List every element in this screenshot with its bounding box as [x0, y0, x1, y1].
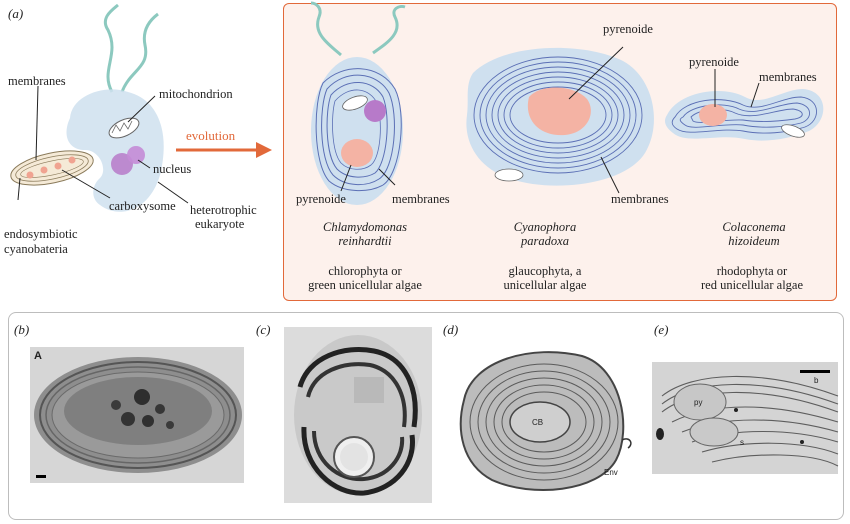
label-heterotrophic: heterotrophic — [190, 203, 257, 217]
label-eukaryote: eukaryote — [195, 217, 245, 231]
org3-group-line2: red unicellular algae — [700, 278, 804, 292]
org2-name-line2: paradoxa — [521, 234, 569, 248]
org1-group: chlorophyta or green unicellular algae — [290, 264, 440, 292]
panel-b-label: (b) — [14, 322, 30, 337]
panel-a-label: (a) — [8, 6, 24, 21]
label-cyanobateria: cyanobateria — [4, 242, 68, 256]
org3-group: rhodophyta or red unicellular algae — [682, 264, 822, 292]
org2-name-line1: Cyanophora — [513, 220, 577, 234]
org1-group-line2: green unicellular algae — [308, 278, 422, 292]
org3-group-line1: rhodophyta or — [716, 264, 788, 278]
label-endosymbiotic: endosymbiotic — [4, 227, 78, 241]
org3-name-line1: Colaconema — [722, 220, 786, 234]
micrograph-b — [30, 347, 244, 483]
micrograph-e-s: s — [740, 438, 744, 447]
label-nucleus: nucleus — [153, 162, 192, 176]
eukaryote-diagram — [10, 3, 272, 212]
micrograph-b-letter: A — [34, 350, 42, 362]
micrograph-e-b: b — [814, 376, 819, 385]
org3-pyrenoide: pyrenoide — [689, 55, 739, 69]
micrograph-e — [652, 362, 839, 474]
panel-d-label: (d) — [443, 322, 459, 337]
org1-membranes: membranes — [392, 192, 450, 206]
label-evolution: evolution — [186, 128, 236, 143]
org2-group-line1: glaucophyta, a — [508, 264, 582, 278]
label-membranes-left: membranes — [8, 74, 66, 88]
micrograph-c — [284, 327, 432, 503]
micrograph-d — [452, 340, 632, 500]
org2-name: Cyanophora paradoxa — [490, 220, 600, 248]
panel-c-label: (c) — [256, 322, 271, 337]
algae-diagrams — [310, 1, 824, 205]
org1-name-line2: reinhardtii — [338, 234, 392, 248]
panel-e-label: (e) — [654, 322, 669, 337]
org2-membranes: membranes — [611, 192, 669, 206]
label-carboxysome: carboxysome — [109, 199, 176, 213]
org2-group: glaucophyta, a unicellular algae — [490, 264, 600, 292]
org3-name-line2: hizoideum — [728, 234, 780, 248]
org1-name-line1: Chlamydomonas — [322, 220, 408, 234]
org1-pyrenoide: pyrenoide — [296, 192, 346, 206]
micrograph-d-cb: CB — [532, 418, 544, 427]
org3-name: Colaconema hizoideum — [694, 220, 814, 248]
micrograph-e-py: py — [694, 398, 703, 407]
org1-name: Chlamydomonas reinhardtii — [300, 220, 430, 248]
label-mitochondrion: mitochondrion — [159, 87, 233, 101]
org2-group-line2: unicellular algae — [503, 278, 587, 292]
org2-pyrenoide: pyrenoide — [603, 22, 653, 36]
org1-group-line1: chlorophyta or — [328, 264, 402, 278]
micrograph-d-env: Env — [604, 468, 618, 477]
org3-membranes: membranes — [759, 70, 817, 84]
